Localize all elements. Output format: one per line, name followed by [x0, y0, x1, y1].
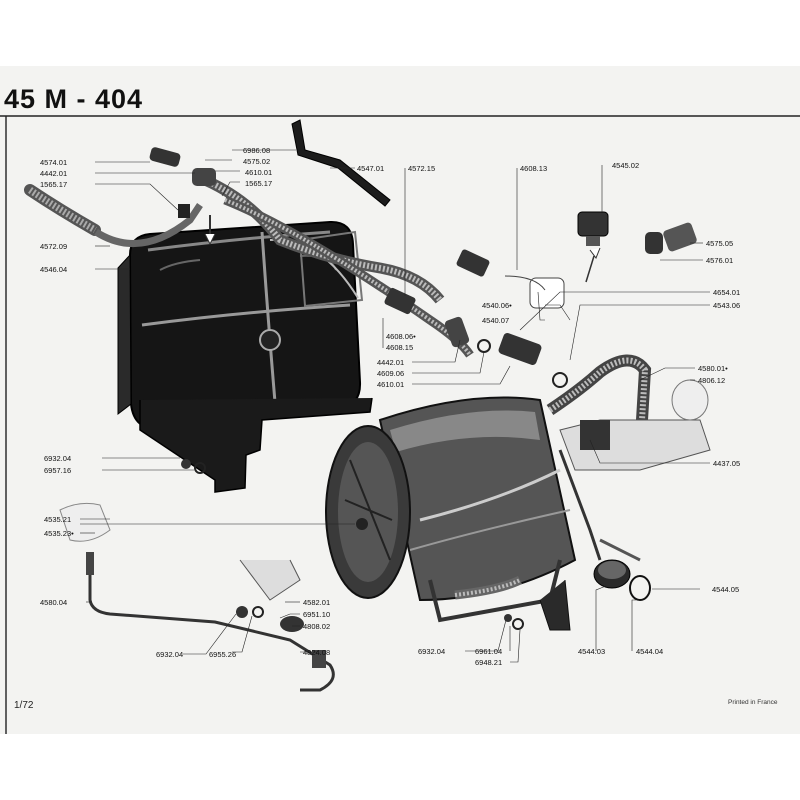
part-label: 4824.08: [303, 648, 330, 657]
part-labels: 4574.01 4442.01 1565.17 6986.08 4575.02 …: [40, 146, 740, 667]
part-label: 4654.01: [713, 288, 740, 297]
part-label: 4576.01: [706, 256, 733, 265]
part-label: 4610.01: [245, 168, 272, 177]
part-label: 6955.26: [209, 650, 236, 659]
fittings-top-left: [149, 147, 216, 246]
air-filter: [593, 559, 651, 601]
part-label: 6957.16: [44, 466, 71, 475]
leader-lines: [80, 149, 710, 663]
part-label: 4540.07: [482, 316, 509, 325]
part-label: 4806.12: [698, 376, 725, 385]
part-label: 4437.05: [713, 459, 740, 468]
part-label: 6932.04: [44, 454, 71, 463]
valve-assembly: [558, 379, 711, 562]
part-label: 4610.01: [377, 380, 404, 389]
part-label: 4575.02: [243, 157, 270, 166]
part-label: 6986.08: [243, 146, 270, 155]
printed-in-note: Printed in France: [728, 699, 778, 706]
part-label: 4608.13: [520, 164, 547, 173]
part-label: 1565.17: [40, 180, 67, 189]
part-label: 6951.10: [303, 610, 330, 619]
pressure-switches: [384, 211, 697, 388]
part-label: 4608.06•: [386, 332, 416, 341]
vacuum-pipe: [59, 459, 524, 692]
part-label: 4580.01•: [698, 364, 728, 373]
frame-border: [0, 115, 800, 734]
part-label: 4575.05: [706, 239, 733, 248]
part-label: 4546.04: [40, 265, 67, 274]
part-label: 4544.04: [636, 647, 663, 656]
part-label: 4547.01: [357, 164, 384, 173]
part-label: 4540.06•: [482, 301, 512, 310]
part-label: 4442.01: [40, 169, 67, 178]
mounting-bracket: [291, 119, 391, 207]
part-label: 6961.04: [475, 647, 502, 656]
part-label: 4545.02: [612, 161, 639, 170]
part-label: 4442.01: [377, 358, 404, 367]
part-label: 4544.05: [712, 585, 739, 594]
part-label: 4543.06: [713, 301, 740, 310]
part-label: 4574.01: [40, 158, 67, 167]
part-label: 4608.15: [386, 343, 413, 352]
part-label: 4535.23•: [44, 529, 74, 538]
vacuum-drum: [325, 396, 577, 631]
part-label: 4609.06: [377, 369, 404, 378]
part-label: 6932.04: [156, 650, 183, 659]
part-label: 4572.09: [40, 242, 67, 251]
part-label: 6932.04: [418, 647, 445, 656]
fuel-tank: [117, 220, 373, 493]
part-label: 4535.21: [44, 515, 71, 524]
part-label: 4572.15: [408, 164, 435, 173]
part-label: 4580.04: [40, 598, 67, 607]
part-label: 4808.02: [303, 622, 330, 631]
part-label: 1565.17: [245, 179, 272, 188]
part-label: 4582.01: [303, 598, 330, 607]
part-label: 4544.03: [578, 647, 605, 656]
part-label: 6948.21: [475, 658, 502, 667]
page-number: 1/72: [14, 700, 34, 711]
page-title: 45 M - 404: [4, 84, 144, 114]
